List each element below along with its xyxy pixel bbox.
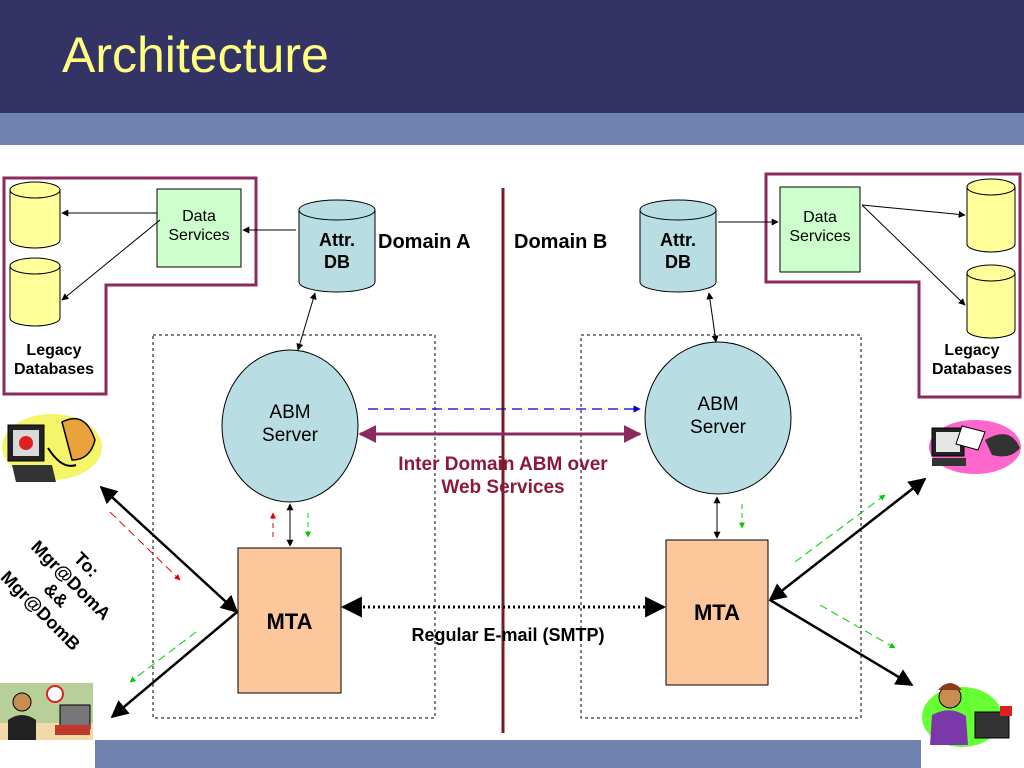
attr-db-b-cylinder [639, 199, 717, 293]
legacy-db-right-2 [966, 264, 1016, 339]
attr-db-a-label: Attr. DB [319, 230, 355, 272]
office-worker-icon [0, 683, 93, 740]
ds-b-to-legacy-1 [861, 204, 966, 218]
inter-domain-label: Inter Domain ABM over Web Services [398, 454, 608, 498]
green-dashed-arrow-b-bottom [819, 604, 896, 649]
attr-db-b-abm-b-link [706, 292, 719, 343]
legacy-boundary-right [764, 172, 1022, 399]
legacy-databases-label-b: Legacy Databases [931, 342, 1013, 379]
slide-title: Architecture [62, 27, 329, 83]
domain-b-label: Domain B [514, 231, 608, 253]
mta-a-label: MTA [266, 609, 313, 634]
user-b-bottom-link [769, 598, 914, 687]
attr-db-b-label: Attr. DB [660, 230, 696, 272]
legacy-databases-label-a: Legacy Databases [13, 342, 95, 379]
attr-db-a-cylinder [298, 199, 376, 293]
data-services-label-a: Data Services [168, 208, 230, 245]
legacy-boundary-left [2, 176, 258, 396]
user-a-bottom-link [110, 611, 238, 719]
title-band [0, 113, 1024, 145]
mta-a-box [237, 547, 342, 694]
legacy-db-right-1 [966, 178, 1016, 253]
smtp-label: Regular E-mail (SMTP) [411, 625, 605, 645]
red-dashed-send-arrow [109, 511, 181, 581]
user-a-top-link [99, 485, 239, 614]
title-bar [0, 0, 1024, 113]
abm-server-b-label: ABM Server [690, 394, 746, 438]
data-services-label-b: Data Services [789, 209, 851, 246]
abm-server-a-label: ABM Server [262, 402, 318, 446]
footer-band [95, 740, 921, 768]
computer-phone-icon [929, 420, 1021, 474]
domain-a-boundary [152, 334, 436, 719]
green-dashed-arrow-b-top [794, 494, 886, 563]
data-services-box-b [779, 186, 861, 273]
domain-a-label: Domain A [378, 231, 471, 253]
data-services-box-a [156, 188, 242, 268]
legacy-db-left-1 [9, 181, 61, 249]
woman-at-desk-icon [922, 683, 1012, 747]
mta-b-box [665, 539, 769, 686]
green-dashed-receive-arrow-a [129, 631, 197, 683]
abm-server-a-circle [221, 349, 359, 503]
attr-db-a-abm-a-link [296, 292, 317, 351]
email-computer-icon [2, 414, 102, 482]
mta-b-label: MTA [693, 600, 741, 625]
ds-a-to-legacy-2 [61, 219, 161, 301]
ds-b-to-legacy-2 [861, 204, 966, 306]
user-b-top-link [768, 477, 927, 602]
domain-b-boundary [580, 334, 862, 719]
legacy-db-left-2 [9, 257, 61, 327]
